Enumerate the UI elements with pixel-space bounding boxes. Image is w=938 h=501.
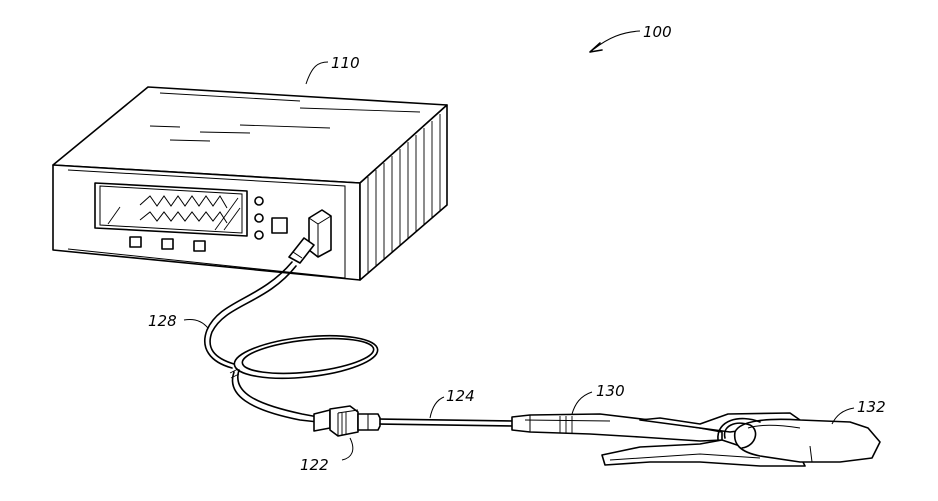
front-button-2[interactable] — [162, 239, 173, 249]
indicator-light-1 — [255, 197, 263, 205]
label-128: 128 — [148, 312, 177, 330]
indicator-light-3 — [255, 231, 263, 239]
sensor-lead — [380, 419, 515, 426]
label-110-group: 110 — [306, 54, 360, 84]
sensor-cable — [205, 262, 380, 422]
monitor-unit — [53, 87, 447, 280]
label-132-group: 132 — [832, 398, 886, 424]
cable-socket — [309, 210, 331, 257]
label-124: 124 — [446, 387, 475, 405]
label-110: 110 — [331, 54, 360, 72]
label-132: 132 — [857, 398, 886, 416]
label-100: 100 — [643, 23, 672, 41]
label-122: 122 — [300, 456, 329, 474]
finger-clip — [602, 413, 880, 466]
square-control-button[interactable] — [272, 218, 287, 233]
front-button-3[interactable] — [194, 241, 205, 251]
label-128-group: 128 — [148, 312, 208, 330]
connector — [314, 406, 380, 436]
label-130-group: 130 — [572, 382, 625, 414]
label-130: 130 — [596, 382, 625, 400]
label-124-group: 124 — [430, 387, 475, 418]
cable-coil — [232, 330, 379, 385]
label-100-group: 100 — [590, 23, 672, 52]
front-button-1[interactable] — [130, 237, 141, 247]
indicator-light-2 — [255, 214, 263, 222]
label-122-group: 122 — [300, 438, 353, 474]
